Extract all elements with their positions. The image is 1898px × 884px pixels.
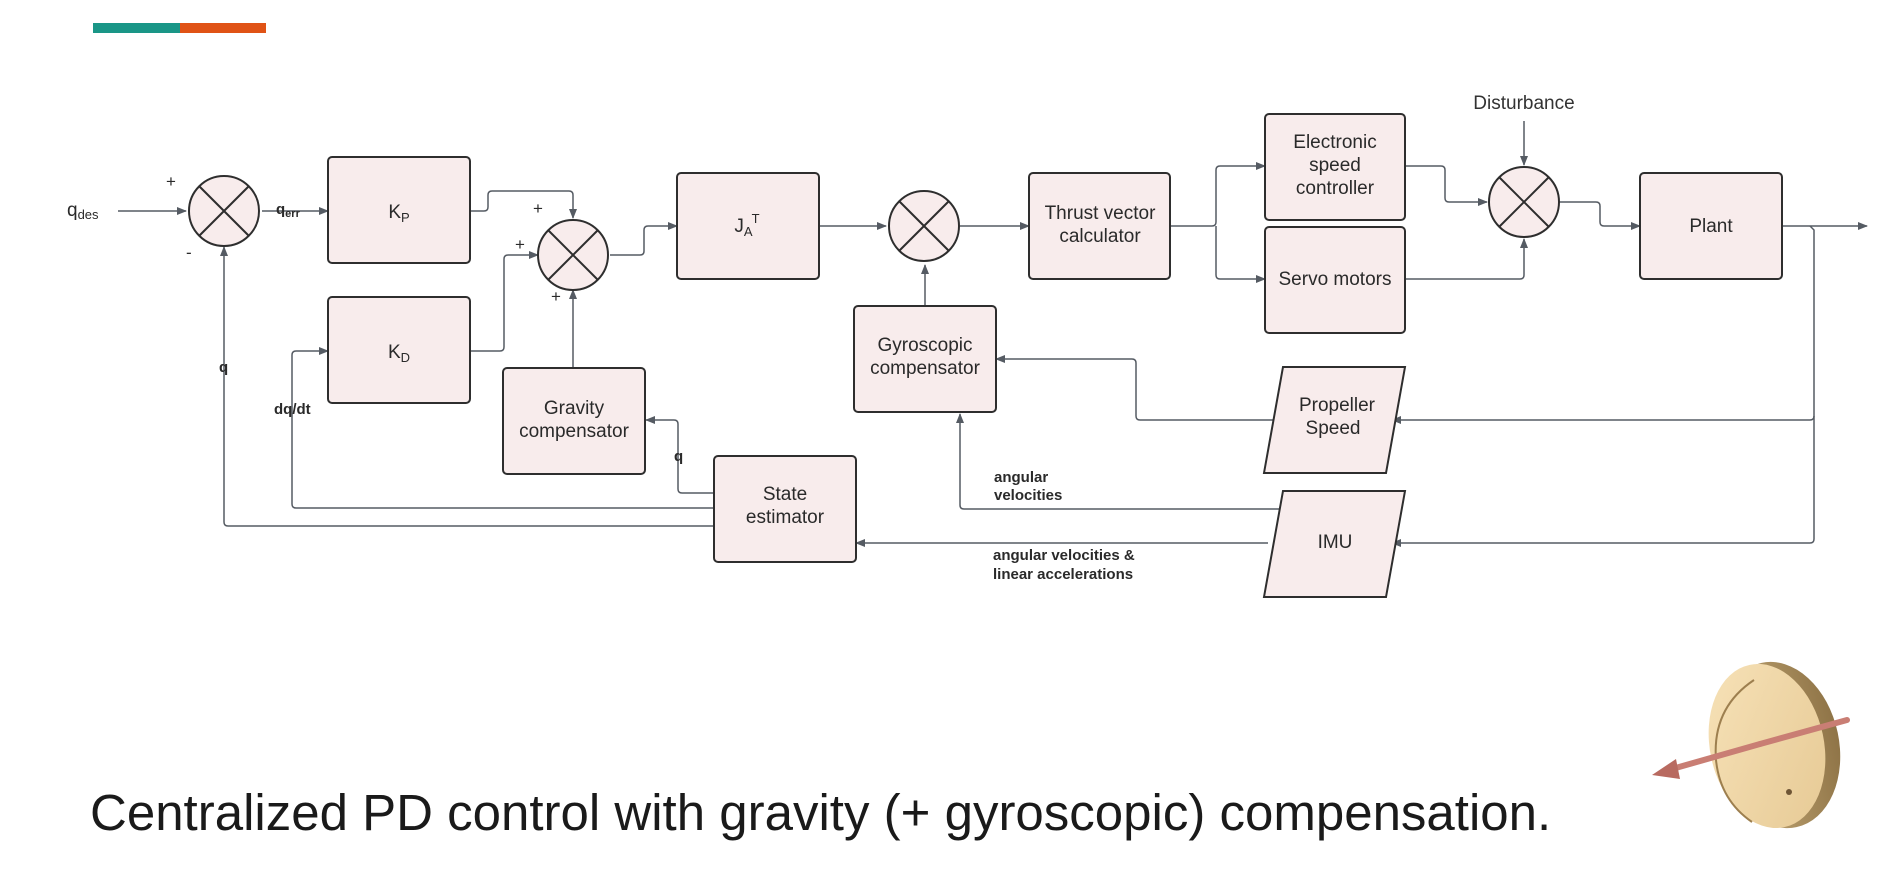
kp-block: KP xyxy=(327,156,471,264)
sum2-plus-sign-bottom: + xyxy=(551,287,561,306)
sum1-plus-sign: + xyxy=(166,172,176,191)
wire-esc-to-sum4 xyxy=(1405,165,1488,206)
state-estimator-block: State estimator xyxy=(713,455,857,563)
wire-servo-to-sum4 xyxy=(1405,238,1528,280)
wire-thrust-to-servo xyxy=(1215,226,1266,283)
error-label: qerr xyxy=(276,201,301,220)
angular-velocities-label-1: angular xyxy=(994,469,1048,486)
accent-bar xyxy=(93,23,266,33)
wire-thrust-to-esc xyxy=(1170,162,1266,227)
svg-text:calculator: calculator xyxy=(1059,226,1141,247)
plant-block: Plant xyxy=(1639,172,1783,280)
svg-text:State: State xyxy=(763,484,807,505)
wire-state-to-gravity xyxy=(645,416,714,494)
thrust-vector-calculator-block: Thrust vector calculator xyxy=(1028,172,1171,280)
servo-motors-block: Servo motors xyxy=(1264,226,1406,334)
wire-kp-to-sum2 xyxy=(470,190,577,219)
gyroscopic-compensator-block: Gyroscopic compensator xyxy=(853,305,997,413)
kd-block: KD xyxy=(327,296,471,404)
wire-sum4-to-plant xyxy=(1559,201,1641,230)
svg-text:JAT: JAT xyxy=(734,211,759,239)
svg-text:estimator: estimator xyxy=(746,507,825,528)
wire-plant-to-imu xyxy=(1391,416,1815,547)
wire-state-to-sum1 xyxy=(220,246,714,527)
wire-propeller-to-gyro xyxy=(995,355,1276,421)
svg-text:Thrust vector: Thrust vector xyxy=(1045,203,1157,224)
accent-orange xyxy=(179,23,266,33)
wire-state-to-kd xyxy=(291,347,714,509)
svg-text:KP: KP xyxy=(388,202,409,225)
q-gravity-label: q xyxy=(674,448,683,465)
accent-teal xyxy=(93,23,180,33)
imu-block: IMU xyxy=(1262,490,1407,598)
svg-text:Gravity: Gravity xyxy=(544,398,605,419)
summing-junction-3 xyxy=(888,190,960,262)
svg-text:Propeller: Propeller xyxy=(1299,395,1376,416)
disturbance-label: Disturbance xyxy=(1473,93,1574,114)
svg-text:compensator: compensator xyxy=(519,421,630,442)
summing-junction-4 xyxy=(1488,166,1560,238)
svg-text:Servo motors: Servo motors xyxy=(1279,269,1392,290)
signal-wires xyxy=(118,121,1868,547)
gravity-compensator-block: Gravity compensator xyxy=(502,367,646,475)
angular-velocities-label-2: velocities xyxy=(994,487,1062,504)
flywheel-illustration-icon xyxy=(1652,661,1850,829)
propeller-speed-block: Propeller Speed xyxy=(1262,366,1407,474)
summing-junction-1 xyxy=(188,175,260,247)
svg-text:controller: controller xyxy=(1296,178,1375,199)
dq-dt-label: dq/dt xyxy=(274,401,311,418)
imu-outputs-label-2: linear accelerations xyxy=(993,566,1133,583)
jacobian-transpose-block: JAT xyxy=(676,172,820,280)
q-feedback-label: q xyxy=(219,359,228,376)
imu-outputs-label-1: angular velocities & xyxy=(993,547,1135,564)
sum2-plus-sign-top: + xyxy=(533,199,543,218)
wire-imu-to-gyro xyxy=(956,413,1286,510)
wire-sum2-to-jacobian xyxy=(610,222,678,256)
wire-kd-to-sum2 xyxy=(470,251,539,352)
svg-text:compensator: compensator xyxy=(870,358,981,379)
svg-text:IMU: IMU xyxy=(1318,532,1353,553)
svg-text:Gyroscopic: Gyroscopic xyxy=(877,335,972,356)
sum1-minus-sign: - xyxy=(186,243,192,262)
electronic-speed-controller-block: Electronic speed controller xyxy=(1264,113,1406,221)
svg-text:Electronic: Electronic xyxy=(1293,132,1376,153)
sum2-plus-sign-left: + xyxy=(515,235,525,254)
svg-text:Speed: Speed xyxy=(1306,418,1361,439)
input-label: qdes xyxy=(67,200,99,222)
svg-text:Plant: Plant xyxy=(1689,216,1733,237)
svg-text:KD: KD xyxy=(388,342,410,365)
svg-text:speed: speed xyxy=(1309,155,1361,176)
slide-title: Centralized PD control with gravity (+ g… xyxy=(90,784,1552,841)
summing-junction-2 xyxy=(537,219,609,291)
